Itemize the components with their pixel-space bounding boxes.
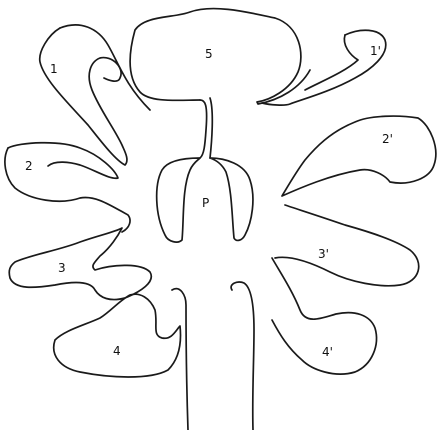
center-p-outline-right [210, 158, 253, 240]
lobe-2-outline-lower [5, 148, 130, 232]
lobe-2p-outline [282, 116, 436, 196]
lobe-1p-inner [305, 35, 358, 90]
lobe-3p-label: 3' [318, 247, 329, 261]
lobe-2-label: 2 [25, 159, 33, 173]
center-p-label: P [202, 196, 209, 210]
lobe-5-outline [130, 9, 310, 104]
lobe-5-label: 5 [205, 47, 213, 61]
lobe-1p-outline [262, 30, 386, 105]
lobe-2p-label: 2' [382, 132, 393, 146]
trunk-left [172, 289, 188, 430]
lobe-1-label: 1 [50, 62, 58, 76]
lobe-1p-label: 1' [370, 44, 381, 58]
lobe-3-outline [9, 228, 151, 300]
lobe-5-outline-close [200, 100, 207, 158]
lobe-4-outline [54, 294, 181, 377]
lobe-1-outline [40, 28, 127, 165]
lobe-3p-outline [275, 205, 419, 286]
lobe-4p-label: 4' [322, 345, 333, 359]
lobe-3-label: 3 [58, 261, 66, 275]
stem-duct [210, 98, 212, 158]
center-p-outline [157, 158, 200, 242]
lobe-4-label: 4 [113, 344, 121, 358]
lobe-1-branch [60, 25, 150, 110]
trunk-right [231, 282, 254, 430]
